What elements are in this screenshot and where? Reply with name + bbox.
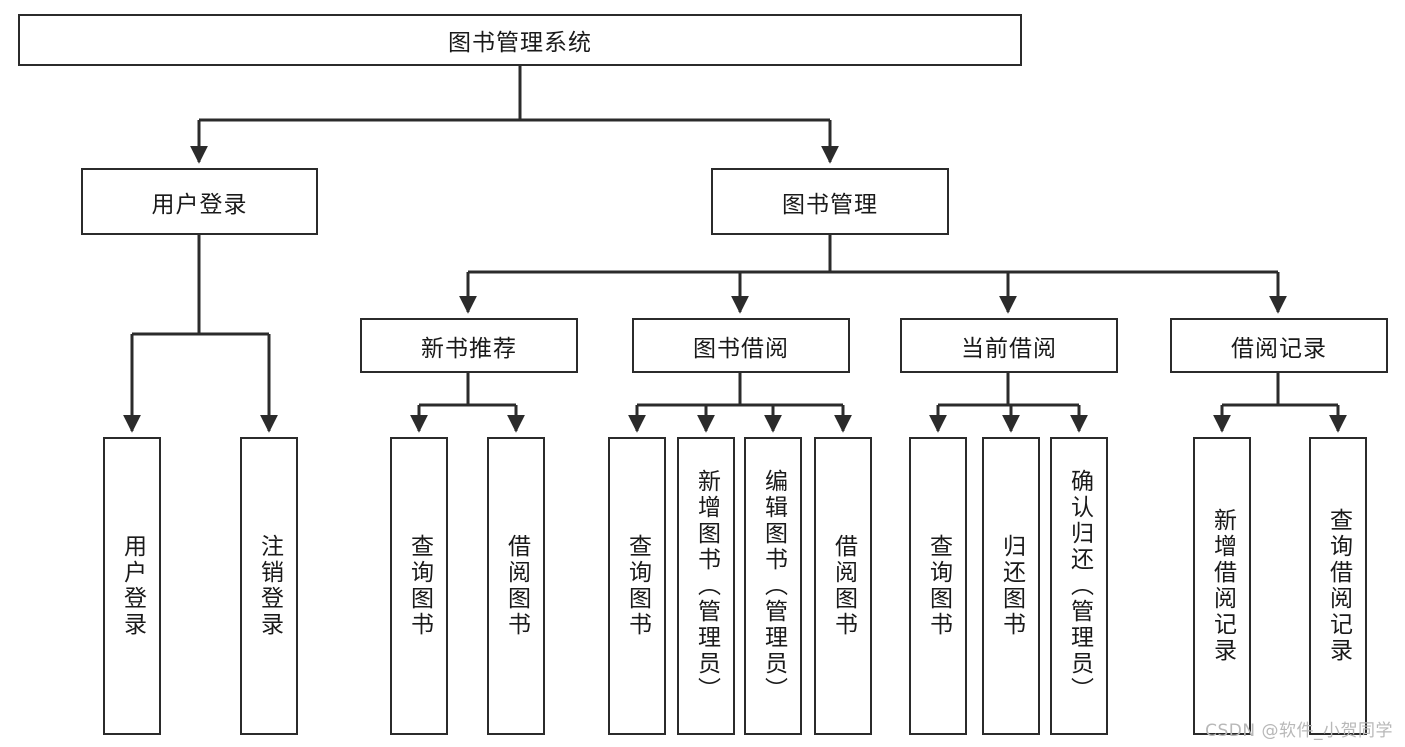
node-leaf-return-book-label: 归还图书 (998, 534, 1025, 638)
node-leaf-query-book-borrow[interactable]: 查询图书 (608, 437, 666, 735)
node-leaf-edit-book-admin[interactable]: 编辑图书（管理员） (744, 437, 802, 735)
node-leaf-user-logout[interactable]: 注销登录 (240, 437, 298, 735)
node-borrow-record[interactable]: 借阅记录 (1170, 318, 1388, 373)
node-leaf-borrow-book[interactable]: 借阅图书 (814, 437, 872, 735)
node-leaf-return-book[interactable]: 归还图书 (982, 437, 1040, 735)
node-current-borrow-label: 当前借阅 (961, 335, 1057, 362)
node-leaf-query-book-borrow-label: 查询图书 (624, 534, 651, 638)
node-book-manage[interactable]: 图书管理 (711, 168, 949, 235)
node-book-borrow[interactable]: 图书借阅 (632, 318, 850, 373)
node-leaf-add-borrow-record[interactable]: 新增借阅记录 (1193, 437, 1251, 735)
node-leaf-query-book-recommend[interactable]: 查询图书 (390, 437, 448, 735)
node-book-manage-label: 图书管理 (782, 191, 878, 218)
node-borrow-record-label: 借阅记录 (1231, 335, 1327, 362)
node-leaf-user-logout-label: 注销登录 (256, 534, 283, 638)
node-user-login[interactable]: 用户登录 (81, 168, 318, 235)
node-leaf-query-borrow-record[interactable]: 查询借阅记录 (1309, 437, 1367, 735)
node-leaf-add-borrow-record-label: 新增借阅记录 (1209, 508, 1236, 664)
node-leaf-edit-book-admin-label: 编辑图书（管理员） (760, 469, 787, 703)
node-user-login-label: 用户登录 (151, 191, 248, 218)
node-leaf-borrow-book-label: 借阅图书 (830, 534, 857, 638)
node-root[interactable]: 图书管理系统 (18, 14, 1022, 66)
node-leaf-user-login[interactable]: 用户登录 (103, 437, 161, 735)
node-current-borrow[interactable]: 当前借阅 (900, 318, 1118, 373)
node-leaf-confirm-return-admin[interactable]: 确认归还（管理员） (1050, 437, 1108, 735)
node-new-book-recommend-label: 新书推荐 (421, 335, 517, 362)
node-leaf-query-book-recommend-label: 查询图书 (406, 534, 433, 638)
node-leaf-add-book-admin[interactable]: 新增图书（管理员） (677, 437, 735, 735)
node-book-borrow-label: 图书借阅 (693, 335, 789, 362)
node-new-book-recommend[interactable]: 新书推荐 (360, 318, 578, 373)
node-leaf-user-login-label: 用户登录 (119, 534, 146, 638)
node-leaf-query-book-current[interactable]: 查询图书 (909, 437, 967, 735)
node-leaf-query-book-current-label: 查询图书 (925, 534, 952, 638)
node-leaf-borrow-book-recommend-label: 借阅图书 (503, 534, 530, 638)
node-leaf-borrow-book-recommend[interactable]: 借阅图书 (487, 437, 545, 735)
node-leaf-confirm-return-admin-label: 确认归还（管理员） (1066, 469, 1093, 703)
node-leaf-query-borrow-record-label: 查询借阅记录 (1325, 508, 1352, 664)
node-leaf-add-book-admin-label: 新增图书（管理员） (693, 469, 720, 703)
node-root-label: 图书管理系统 (448, 30, 592, 56)
